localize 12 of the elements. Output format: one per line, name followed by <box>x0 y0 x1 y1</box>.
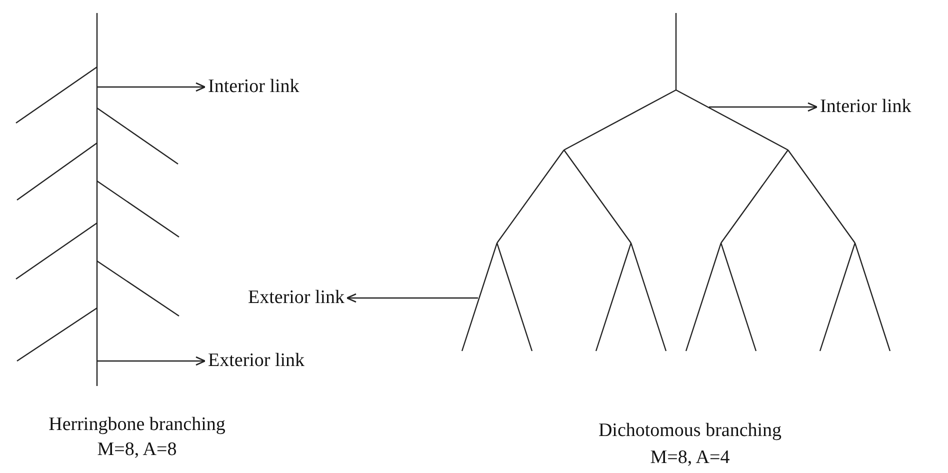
diagram-caption: Herringbone branching <box>48 414 226 436</box>
leader-arrow <box>97 82 206 92</box>
leader-label: Interior link <box>820 96 912 118</box>
parameter-label: M=8, A=8 <box>97 439 177 461</box>
parameter-label: M=8, A=4 <box>650 447 730 469</box>
diagram-caption: Dichotomous branching <box>598 420 782 442</box>
leader-label: Exterior link <box>208 350 305 372</box>
leader-label: Interior link <box>208 76 300 98</box>
leader-arrow <box>346 293 478 303</box>
leader-arrow <box>709 102 818 112</box>
leader-arrow <box>97 356 206 366</box>
leader-label: Exterior link <box>248 287 345 309</box>
